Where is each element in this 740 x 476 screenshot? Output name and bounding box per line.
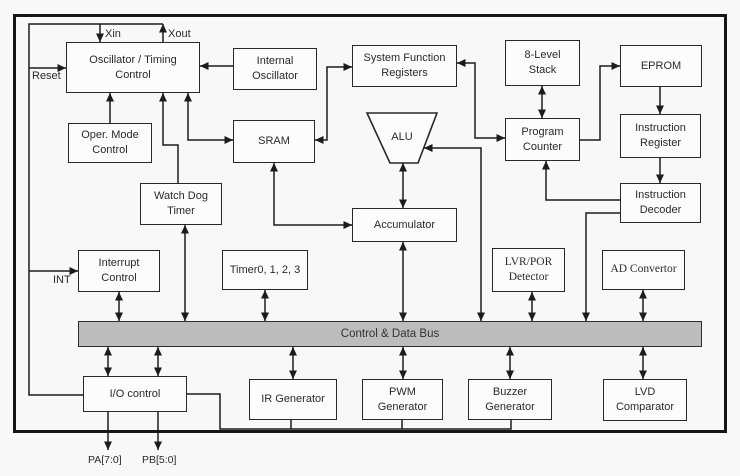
pin-label-pb: PB[5:0] xyxy=(142,454,177,466)
wire-sram-sfr xyxy=(315,63,352,144)
block-watch-dog-timer: Watch Dog Timer xyxy=(140,183,222,225)
alu-shape xyxy=(365,112,439,164)
pin-label-int: INT xyxy=(53,274,71,286)
block-instruction-decoder: Instruction Decoder xyxy=(620,183,701,223)
wire-instdec-to-pc xyxy=(542,161,620,201)
pin-label-xin: Xin xyxy=(105,28,121,40)
block-sram: SRAM xyxy=(233,120,315,163)
pin-label-reset: Reset xyxy=(32,70,61,82)
block-ad-convertor: AD Convertor xyxy=(602,250,685,290)
block-program-counter: Program Counter xyxy=(505,118,580,161)
block-ir-generator: IR Generator xyxy=(249,379,337,420)
pin-label-pa: PA[7:0] xyxy=(88,454,122,466)
block-eprom: EPROM xyxy=(620,45,702,87)
block-oscillator-timing-control: Oscillator / Timing Control xyxy=(66,42,200,93)
wire-bus-alu xyxy=(424,144,485,321)
wire-sfr-pc xyxy=(457,59,505,142)
block-internal-oscillator: Internal Oscillator xyxy=(233,48,317,90)
pin-label-xout: Xout xyxy=(168,28,191,40)
block-interrupt-control: Interrupt Control xyxy=(78,250,160,292)
block-io-control: I/O control xyxy=(83,376,187,412)
wire-osc-sram xyxy=(184,93,233,144)
wire-io-generators xyxy=(187,393,512,430)
block-lvr-por-detector: LVR/POR Detector xyxy=(492,248,565,292)
block-accumulator: Accumulator xyxy=(352,208,457,242)
block-8-level-stack: 8-Level Stack xyxy=(505,40,580,86)
wire-pc-to-eprom xyxy=(580,62,620,141)
block-oper-mode-control: Oper. Mode Control xyxy=(68,123,152,163)
wire-wdt-to-osc xyxy=(159,93,179,183)
wire-external-loop xyxy=(28,23,163,396)
block-pwm-generator: PWM Generator xyxy=(362,379,443,420)
control-data-bus: Control & Data Bus xyxy=(78,321,702,347)
diagram-border xyxy=(13,14,727,433)
wire-instdec-to-bus xyxy=(582,212,620,321)
alu-label: ALU xyxy=(391,131,413,143)
block-lvd-comparator: LVD Comparator xyxy=(603,379,687,421)
wire-sram-accumulator xyxy=(270,163,352,229)
block-instruction-register: Instruction Register xyxy=(620,114,701,158)
block-system-function-registers: System Function Registers xyxy=(352,45,457,87)
block-buzzer-generator: Buzzer Generator xyxy=(468,379,552,420)
block-timers: Timer0, 1, 2, 3 xyxy=(222,250,308,290)
